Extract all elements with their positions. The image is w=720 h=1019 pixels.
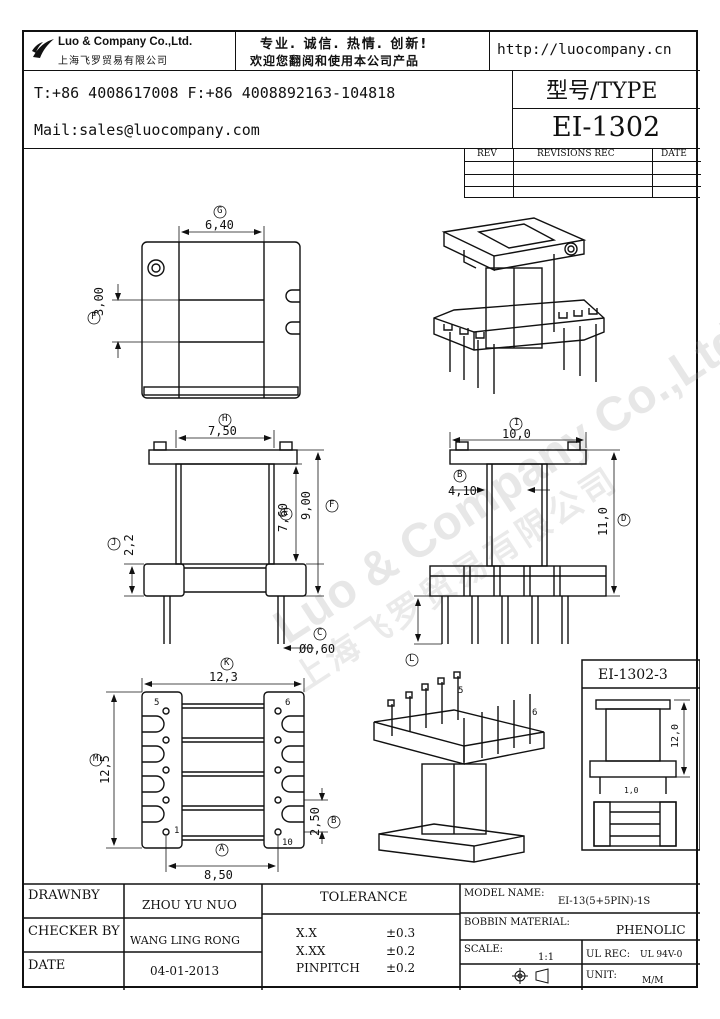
title-block-grid (24, 883, 700, 990)
iso-view-top (433, 217, 605, 394)
date-label: DATE (28, 958, 66, 973)
dim-value-f2: 9,00 (299, 491, 313, 520)
dim-label-a: A (219, 844, 225, 854)
checker-value: WANG LING RONG (130, 934, 240, 947)
front-view (107, 413, 339, 651)
dim-value-m: 12,5 (98, 755, 112, 784)
bobbin-value: PHENOLIC (616, 923, 686, 937)
dim-value-i: 10,0 (502, 427, 531, 441)
slogan-line2: 欢迎您翻阅和使用本公司产品 (250, 54, 420, 68)
dim-label-k: K (224, 658, 230, 668)
dim-value-g: 6,40 (205, 218, 234, 232)
dim-value-d: 11,0 (596, 507, 610, 536)
dim-label-b: B (331, 816, 337, 826)
dim-label-d: D (621, 514, 627, 524)
dim-label-f2: F (329, 500, 335, 510)
slogan-line1: 专业. 诚信. 热情. 创新! (260, 37, 429, 52)
dim-value-a: 8,50 (204, 868, 233, 882)
company-logo (30, 37, 56, 61)
dim-label-m: M (93, 754, 99, 764)
iso-pin-label-5: 5 (458, 686, 464, 696)
dim-value-e: 7,60 (276, 503, 290, 532)
revisions-rec-header: REVISIONS REC (537, 149, 615, 159)
pin-label-1: 1 (174, 826, 180, 836)
date-header: DATE (661, 149, 687, 159)
email-address[interactable]: Mail:sales@luocompany.com (34, 121, 260, 139)
dim-value-k: 12,3 (209, 670, 238, 684)
dim-label-b2: B (457, 470, 463, 480)
tol-pin-label: PINPITCH (296, 961, 360, 975)
dim-label-e: E (283, 508, 289, 518)
drawnby-value: ZHOU YU NUO (142, 898, 237, 912)
logo-swoosh-icon (32, 39, 54, 58)
pin-label-6: 6 (285, 698, 291, 708)
date-value: 04-01-2013 (150, 964, 220, 978)
pin-label-5: 5 (154, 698, 160, 708)
ul-value: UL 94V-0 (640, 950, 683, 960)
iso-view-bottom (373, 671, 545, 863)
dim-label-i: I (514, 418, 520, 428)
projection-symbol-icon (512, 968, 549, 984)
technical-drawing (24, 205, 700, 990)
dim-value-b2: 4,10 (448, 484, 477, 498)
iso-pin-label-6: 6 (532, 708, 538, 718)
dim-value-j: 2,2 (122, 534, 136, 556)
revision-table: REV REVISIONS REC DATE (464, 148, 701, 198)
model-name-label: MODEL NAME: (464, 888, 545, 899)
dim-value-h: 7,50 (208, 424, 237, 438)
website-link[interactable]: http://luocompany.cn (497, 42, 672, 58)
phone-fax: T:+86 4008617008 F:+86 4008892163-104818 (34, 84, 396, 102)
unit-label: UNIT: (586, 970, 617, 981)
type-label: 型号/TYPE (546, 79, 658, 104)
tol-x-label: X.X (296, 926, 317, 940)
variant-title: EI-1302-3 (598, 667, 668, 683)
model-number: EI-1302 (552, 112, 661, 143)
unit-value: M/M (642, 976, 664, 986)
side-view (405, 417, 631, 667)
model-name-value: EI-13(5+5PIN)-1S (558, 896, 651, 907)
dim-label-c: C (317, 628, 323, 638)
dim-label-l: L (409, 654, 415, 664)
dim-label-h: H (222, 414, 228, 424)
company-name-cn: 上海飞罗贸易有限公司 (58, 56, 168, 67)
variant-pin-value: 1,0 (624, 786, 639, 795)
ul-label: UL REC: (586, 949, 631, 960)
pin-label-10: 10 (282, 838, 293, 848)
dim-value-c: Ø0,60 (299, 642, 336, 656)
drawing-sheet: Luo & Company Co.,Ltd. 上海飞罗贸易有限公司 专业. 诚信… (22, 30, 720, 990)
variant-height-value: 12,0 (670, 723, 681, 748)
dim-value-b: 2,50 (308, 807, 322, 836)
company-name-en: Luo & Company Co.,Ltd. (58, 36, 193, 48)
tol-xx-label: X.XX (296, 944, 326, 958)
tol-x-value: ±0.3 (386, 926, 416, 940)
rev-header: REV (477, 149, 497, 159)
dim-value-f-top: 3,00 (92, 287, 106, 316)
top-view (87, 205, 301, 399)
tol-xx-value: ±0.2 (386, 944, 416, 958)
dim-label-g: G (217, 206, 223, 216)
drawnby-label: DRAWNBY (28, 888, 100, 903)
dim-label-j: J (111, 538, 117, 548)
bobbin-label: BOBBIN MATERIAL: (464, 917, 570, 928)
dim-label-f: F (91, 312, 97, 322)
tol-pin-value: ±0.2 (386, 961, 416, 975)
scale-label: SCALE: (464, 944, 504, 955)
scale-value: 1:1 (538, 952, 555, 963)
bottom-view (89, 657, 341, 872)
variant-drawing (581, 659, 700, 851)
tolerance-label: TOLERANCE (320, 890, 408, 905)
checker-label: CHECKER BY (28, 924, 120, 939)
